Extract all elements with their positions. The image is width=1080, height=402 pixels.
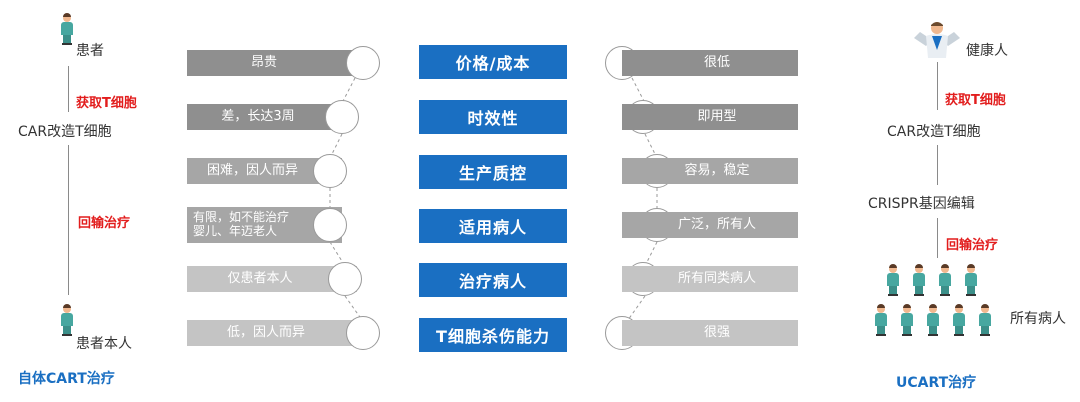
right-value-quality: 容易，稳定 [622, 158, 798, 184]
left-marker-killing [346, 316, 380, 350]
patient-self-label: 患者本人 [76, 336, 132, 352]
patient-icon [912, 264, 926, 296]
healthy-person-label: 健康人 [966, 43, 1008, 59]
left-title: 自体CART治疗 [18, 371, 115, 387]
left-step-get-tcell: 获取T细胞 [76, 96, 137, 111]
right-value-cost: 很低 [622, 50, 798, 76]
crispr-edit-label: CRISPR基因编辑 [868, 196, 975, 212]
category-killing: T细胞杀伤能力 [419, 318, 567, 352]
left-step-infusion: 回输治疗 [78, 216, 131, 231]
left-value-timeliness: 差，长达3周 [187, 104, 353, 130]
patient-icon [886, 264, 900, 296]
patient-icon [60, 13, 74, 45]
patient-icon [978, 304, 992, 336]
healthy-person-icon [914, 22, 960, 58]
category-applicable: 适用病人 [419, 209, 567, 243]
category-quality: 生产质控 [419, 155, 567, 189]
left-marker-cost [346, 46, 380, 80]
patient-icon [900, 304, 914, 336]
right-connector-3 [937, 218, 938, 258]
right-value-killing: 很强 [622, 320, 798, 346]
right-step-get-tcell: 获取T细胞 [945, 93, 1006, 108]
category-timeliness: 时效性 [419, 100, 567, 134]
left-marker-treated [328, 262, 362, 296]
patient-icon [926, 304, 940, 336]
right-value-timeliness: 即用型 [622, 104, 798, 130]
left-value-killing: 低，因人而异 [187, 320, 369, 346]
patient-icon [874, 304, 888, 336]
patient-icon [964, 264, 978, 296]
left-marker-applicable [313, 208, 347, 242]
left-value-cost: 昂贵 [187, 50, 365, 76]
all-patients-group-icon [872, 263, 1002, 359]
right-title: UCART治疗 [896, 375, 977, 391]
right-connector-1 [937, 62, 938, 110]
right-value-treated: 所有同类病人 [622, 266, 798, 292]
left-connector-1 [68, 66, 69, 112]
category-cost: 价格/成本 [419, 45, 567, 79]
category-treated: 治疗病人 [419, 263, 567, 297]
left-car-tcell-label: CAR改造T细胞 [18, 124, 112, 140]
right-connector-2 [937, 145, 938, 185]
right-step-infusion: 回输治疗 [946, 238, 999, 253]
patient-label: 患者 [76, 43, 104, 59]
patient-self-icon [60, 304, 74, 336]
left-marker-quality [313, 154, 347, 188]
right-value-applicable: 广泛，所有人 [622, 212, 798, 238]
all-patients-label: 所有病人 [1010, 311, 1066, 327]
patient-icon [938, 264, 952, 296]
right-car-tcell-label: CAR改造T细胞 [887, 124, 981, 140]
patient-icon [952, 304, 966, 336]
left-marker-timeliness [325, 100, 359, 134]
left-connector-2 [68, 145, 69, 295]
